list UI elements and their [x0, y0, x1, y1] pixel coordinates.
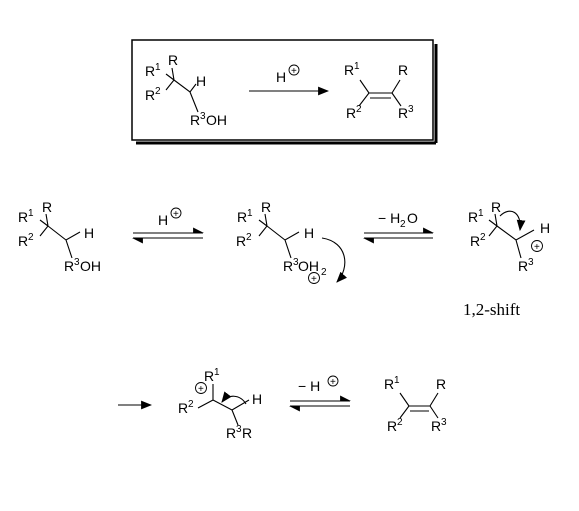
svg-text:1: 1 [354, 61, 360, 72]
step2-oxonium: R 1 R R 2 H R 3 OH 2 + [236, 199, 347, 285]
svg-text:3: 3 [236, 424, 242, 435]
svg-text:+: + [330, 377, 336, 388]
svg-text:R: R [431, 418, 441, 434]
svg-text:R: R [226, 425, 236, 441]
svg-text:3: 3 [74, 257, 80, 268]
svg-text:2: 2 [28, 232, 34, 243]
svg-text:1: 1 [247, 208, 253, 219]
svg-text:2: 2 [188, 399, 194, 410]
summary-arrow: H + [249, 64, 330, 96]
svg-text:2: 2 [321, 267, 327, 278]
svg-text:3: 3 [408, 104, 414, 115]
svg-text:R: R [42, 199, 52, 215]
svg-text:R: R [178, 400, 188, 416]
shift-label: 1,2-shift [463, 300, 520, 319]
svg-text:+: + [534, 242, 540, 253]
svg-text:2: 2 [246, 232, 252, 243]
svg-text:H: H [158, 212, 168, 228]
step4-shifted-cation: R 1 + R 2 H R 3 R [178, 367, 262, 441]
svg-text:R: R [398, 62, 408, 78]
svg-text:R: R [145, 63, 155, 79]
svg-text:R: R [242, 425, 252, 441]
svg-text:3: 3 [528, 257, 534, 268]
svg-text:R: R [468, 209, 478, 225]
svg-text:− H: − H [378, 210, 400, 226]
equilibrium-arrow-1: H + [131, 207, 205, 244]
svg-text:R: R [470, 233, 480, 249]
svg-text:3: 3 [441, 417, 447, 428]
svg-text:+: + [311, 274, 317, 285]
svg-text:1: 1 [478, 208, 484, 219]
svg-text:1: 1 [394, 375, 400, 386]
step5-alkene: R 1 R R 2 R 3 [384, 375, 447, 434]
svg-text:H: H [196, 73, 206, 89]
svg-text:2: 2 [356, 104, 362, 115]
svg-text:O: O [407, 210, 418, 226]
step1-diol: R 1 R R 2 H R 3 OH [18, 199, 101, 274]
svg-text:R: R [346, 105, 356, 121]
svg-text:3: 3 [200, 111, 206, 122]
equilibrium-arrow-3: − H + [288, 375, 352, 412]
svg-text:R: R [18, 233, 28, 249]
svg-text:R: R [344, 62, 354, 78]
svg-text:R: R [387, 418, 397, 434]
svg-text:R: R [168, 52, 178, 68]
svg-text:OH: OH [206, 112, 227, 128]
svg-text:2: 2 [400, 219, 406, 230]
svg-text:3: 3 [293, 257, 299, 268]
svg-text:+: + [173, 209, 179, 220]
svg-text:+: + [198, 384, 204, 395]
svg-text:1: 1 [214, 367, 220, 378]
svg-text:R: R [384, 376, 394, 392]
svg-text:R: R [237, 209, 247, 225]
svg-text:R: R [398, 105, 408, 121]
svg-text:2: 2 [155, 86, 161, 97]
svg-text:OH: OH [298, 258, 319, 274]
svg-text:+: + [291, 66, 297, 77]
svg-text:R: R [518, 258, 528, 274]
summary-box: R 1 R R 2 H R 3 OH H + R 1 R R 2 R 3 [131, 39, 438, 145]
svg-text:H: H [304, 225, 314, 241]
svg-text:R: R [204, 368, 214, 384]
svg-text:1: 1 [28, 208, 34, 219]
svg-text:2: 2 [397, 417, 403, 428]
svg-text:− H: − H [298, 378, 320, 394]
svg-text:R: R [236, 233, 246, 249]
svg-text:R: R [491, 199, 501, 215]
svg-text:H: H [84, 225, 94, 241]
svg-text:1: 1 [155, 62, 161, 73]
svg-text:R: R [18, 209, 28, 225]
svg-text:R: R [436, 376, 446, 392]
svg-text:R: R [64, 258, 74, 274]
svg-text:R: R [190, 112, 200, 128]
svg-text:R: R [261, 199, 271, 215]
svg-text:OH: OH [80, 258, 101, 274]
svg-text:H: H [540, 220, 550, 236]
equilibrium-arrow-2: − H 2 O [362, 210, 435, 244]
summary-reactant: R 1 R R 2 H R 3 OH [145, 52, 227, 128]
summary-product: R 1 R R 2 R 3 [344, 61, 414, 121]
svg-text:2: 2 [480, 232, 486, 243]
step3-carbocation: R 1 R R 2 H R 3 + [468, 199, 550, 274]
svg-text:R: R [283, 258, 293, 274]
svg-text:H: H [276, 69, 286, 85]
svg-text:H: H [252, 391, 262, 407]
svg-text:R: R [145, 87, 155, 103]
